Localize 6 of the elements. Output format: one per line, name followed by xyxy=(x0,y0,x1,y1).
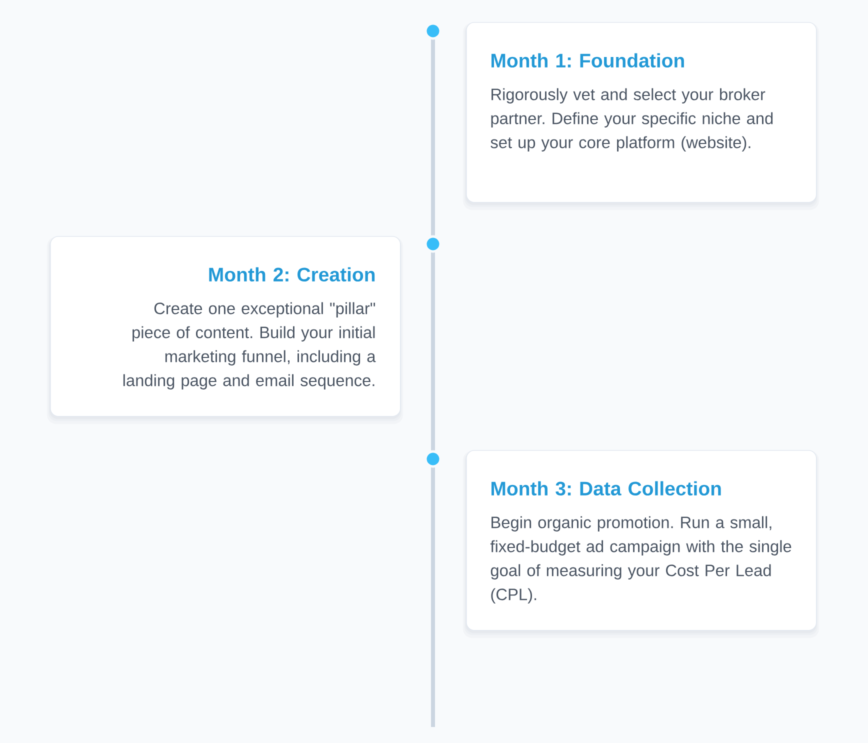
card-text: Rigorously vet and select your broker partner. Define your specific niche and set up your core platform (website). xyxy=(490,88,773,152)
card-text: Create one exceptional "pillar" piece of content. Build your initial marketing funnel, including a landing page and email sequence. xyxy=(123,302,376,390)
card-title: Month 1: Foundation xyxy=(492,53,684,68)
card-title: Month 2: Creation xyxy=(209,267,375,282)
card-title: Month 3: Data Collection xyxy=(492,481,721,496)
card-text: Begin organic promotion. Run a small, fixed-budget ad campaign with the single goal of measuring your Cost Per Lead (CPL). xyxy=(490,516,792,604)
